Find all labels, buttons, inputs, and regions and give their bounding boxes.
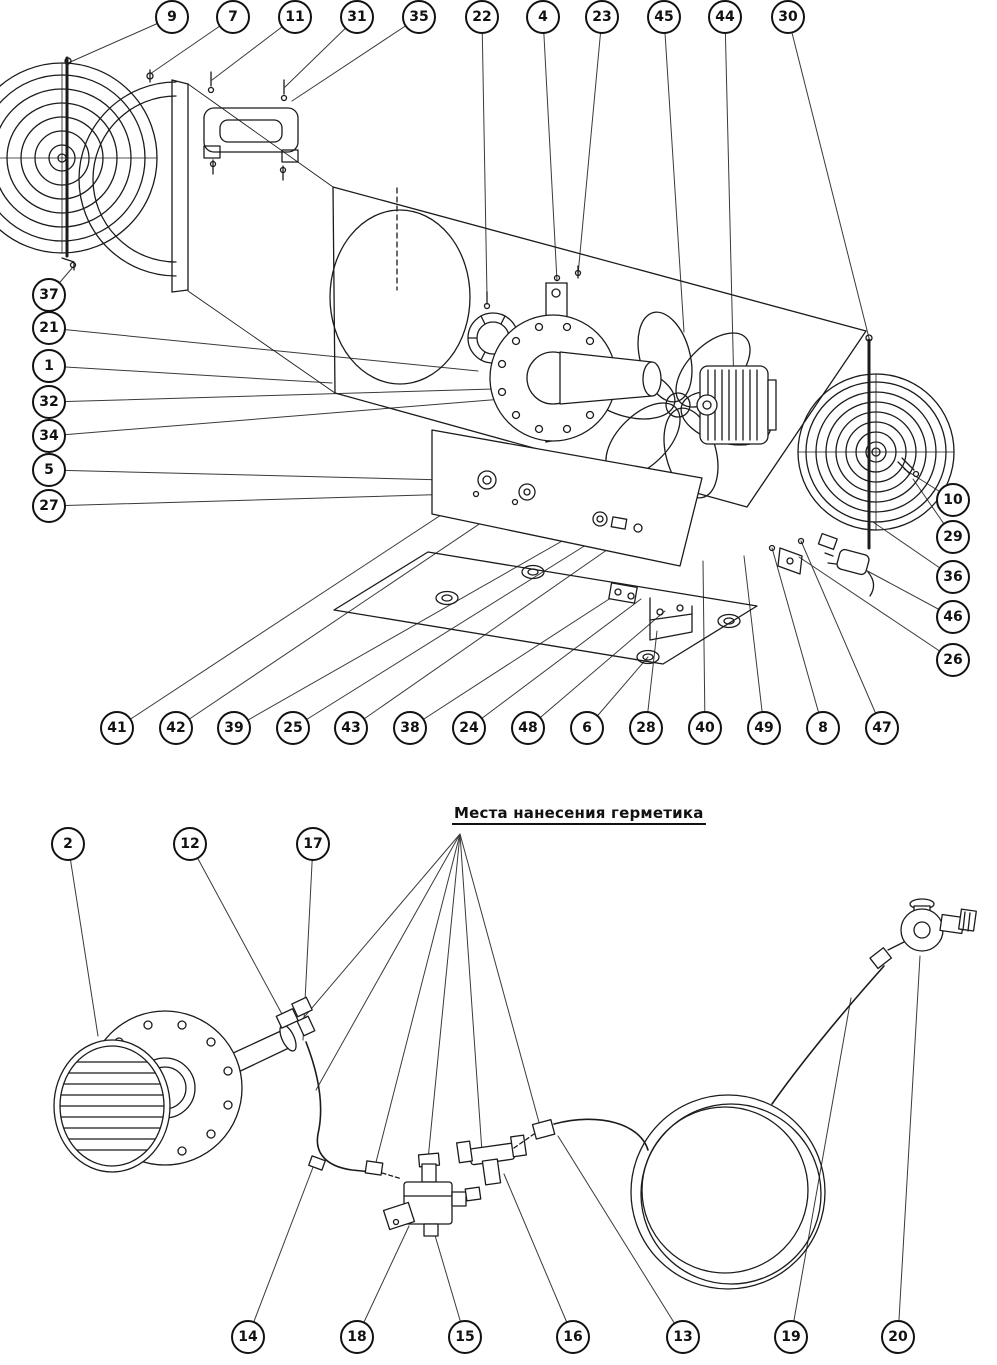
callout-49: 49 xyxy=(747,711,781,745)
callout-36: 36 xyxy=(936,560,970,594)
callout-30: 30 xyxy=(771,0,805,34)
front-cover xyxy=(78,69,336,394)
callout-38: 38 xyxy=(393,711,427,745)
callout-31: 31 xyxy=(340,0,374,34)
gas-inlet-bracket xyxy=(768,537,805,575)
callout-27: 27 xyxy=(32,489,66,523)
sealant-pointer-lines xyxy=(299,833,541,1181)
carrying-handle xyxy=(203,71,299,181)
gas-valve xyxy=(382,1152,482,1237)
callout-5: 5 xyxy=(32,453,66,487)
callout-21: 21 xyxy=(32,311,66,345)
callout-39: 39 xyxy=(217,711,251,745)
callout-25: 25 xyxy=(276,711,310,745)
callout-23: 23 xyxy=(585,0,619,34)
pressure-regulator xyxy=(869,898,977,970)
control-box xyxy=(431,429,703,567)
callout-22: 22 xyxy=(465,0,499,34)
callout-8: 8 xyxy=(806,711,840,745)
callout-18: 18 xyxy=(340,1320,374,1354)
callout-13: 13 xyxy=(666,1320,700,1354)
handle-screws xyxy=(207,71,288,181)
valve-mount-bracket xyxy=(608,582,693,641)
callout-29: 29 xyxy=(936,520,970,554)
combustion-chamber-flange xyxy=(489,314,662,442)
callout-48: 48 xyxy=(511,711,545,745)
leader-lines xyxy=(48,16,954,1338)
callout-43: 43 xyxy=(334,711,368,745)
sealant-label: Места нанесения герметика xyxy=(452,804,706,825)
callout-16: 16 xyxy=(556,1320,590,1354)
housing-shell xyxy=(329,186,867,508)
power-cord-plug xyxy=(824,548,875,597)
callout-26: 26 xyxy=(936,643,970,677)
gas-pipe xyxy=(305,1041,403,1180)
inlet-elbow-fitting xyxy=(275,996,316,1037)
callout-2: 2 xyxy=(51,827,85,861)
callout-44: 44 xyxy=(708,0,742,34)
callout-17: 17 xyxy=(296,827,330,861)
callout-19: 19 xyxy=(774,1320,808,1354)
callout-20: 20 xyxy=(881,1320,915,1354)
callout-32: 32 xyxy=(32,385,66,419)
callout-37: 37 xyxy=(32,278,66,312)
fan-motor xyxy=(696,365,777,445)
callout-10: 10 xyxy=(936,483,970,517)
callout-42: 42 xyxy=(159,711,193,745)
callout-45: 45 xyxy=(647,0,681,34)
callout-14: 14 xyxy=(231,1320,265,1354)
callout-34: 34 xyxy=(32,419,66,453)
gas-hose-coil xyxy=(553,965,885,1290)
callout-7: 7 xyxy=(216,0,250,34)
callout-4: 4 xyxy=(526,0,560,34)
callout-47: 47 xyxy=(865,711,899,745)
right-fan-guard xyxy=(797,334,955,571)
callout-11: 11 xyxy=(278,0,312,34)
callout-40: 40 xyxy=(688,711,722,745)
callout-41: 41 xyxy=(100,711,134,745)
callout-28: 28 xyxy=(629,711,663,745)
callout-1: 1 xyxy=(32,349,66,383)
callout-35: 35 xyxy=(402,0,436,34)
callout-24: 24 xyxy=(452,711,486,745)
callout-12: 12 xyxy=(173,827,207,861)
callout-15: 15 xyxy=(448,1320,482,1354)
base-plate xyxy=(333,551,758,665)
left-fan-guard xyxy=(0,56,158,271)
callout-6: 6 xyxy=(570,711,604,745)
tee-fitting xyxy=(456,1119,556,1186)
burner-head xyxy=(53,1039,171,1173)
callout-46: 46 xyxy=(936,600,970,634)
callout-9: 9 xyxy=(155,0,189,34)
